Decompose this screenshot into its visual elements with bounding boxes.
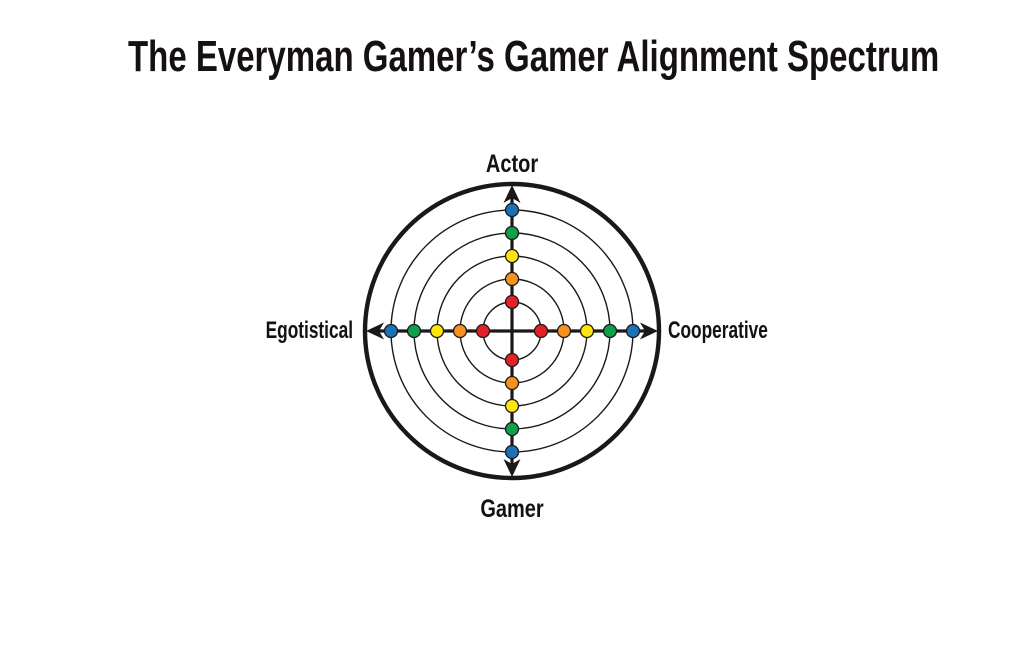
axis-label-actor: Actor <box>485 150 539 178</box>
axis-label-cooperative: Cooperative <box>668 317 768 344</box>
dot-yellow-down <box>504 398 520 414</box>
dot-yellow-right <box>579 323 595 339</box>
dot-blue-right <box>625 323 641 339</box>
dot-red-left <box>475 323 491 339</box>
dot-orange-up <box>504 271 520 287</box>
dot-red-up <box>504 294 520 310</box>
arrowhead-up <box>503 185 521 203</box>
dot-blue-up <box>504 202 520 218</box>
dot-orange-right <box>556 323 572 339</box>
dot-green-up <box>504 225 520 241</box>
arrowhead-down <box>503 459 521 477</box>
axis-label-gamer: Gamer <box>480 495 544 523</box>
dot-green-down <box>504 421 520 437</box>
outer-circle <box>362 181 662 481</box>
arrowhead-right <box>640 322 658 340</box>
arrowhead-left <box>366 322 384 340</box>
dot-red-down <box>504 352 520 368</box>
dot-green-left <box>406 323 422 339</box>
dot-blue-left <box>383 323 399 339</box>
page-title: The Everyman Gamer’s Gamer Alignment Spe… <box>128 32 940 81</box>
dot-yellow-up <box>504 248 520 264</box>
dot-orange-left <box>452 323 468 339</box>
dot-blue-down <box>504 444 520 460</box>
dot-red-right <box>533 323 549 339</box>
dot-green-right <box>602 323 618 339</box>
axis-label-egotistical: Egotistical <box>265 317 353 344</box>
dot-yellow-left <box>429 323 445 339</box>
dot-orange-down <box>504 375 520 391</box>
